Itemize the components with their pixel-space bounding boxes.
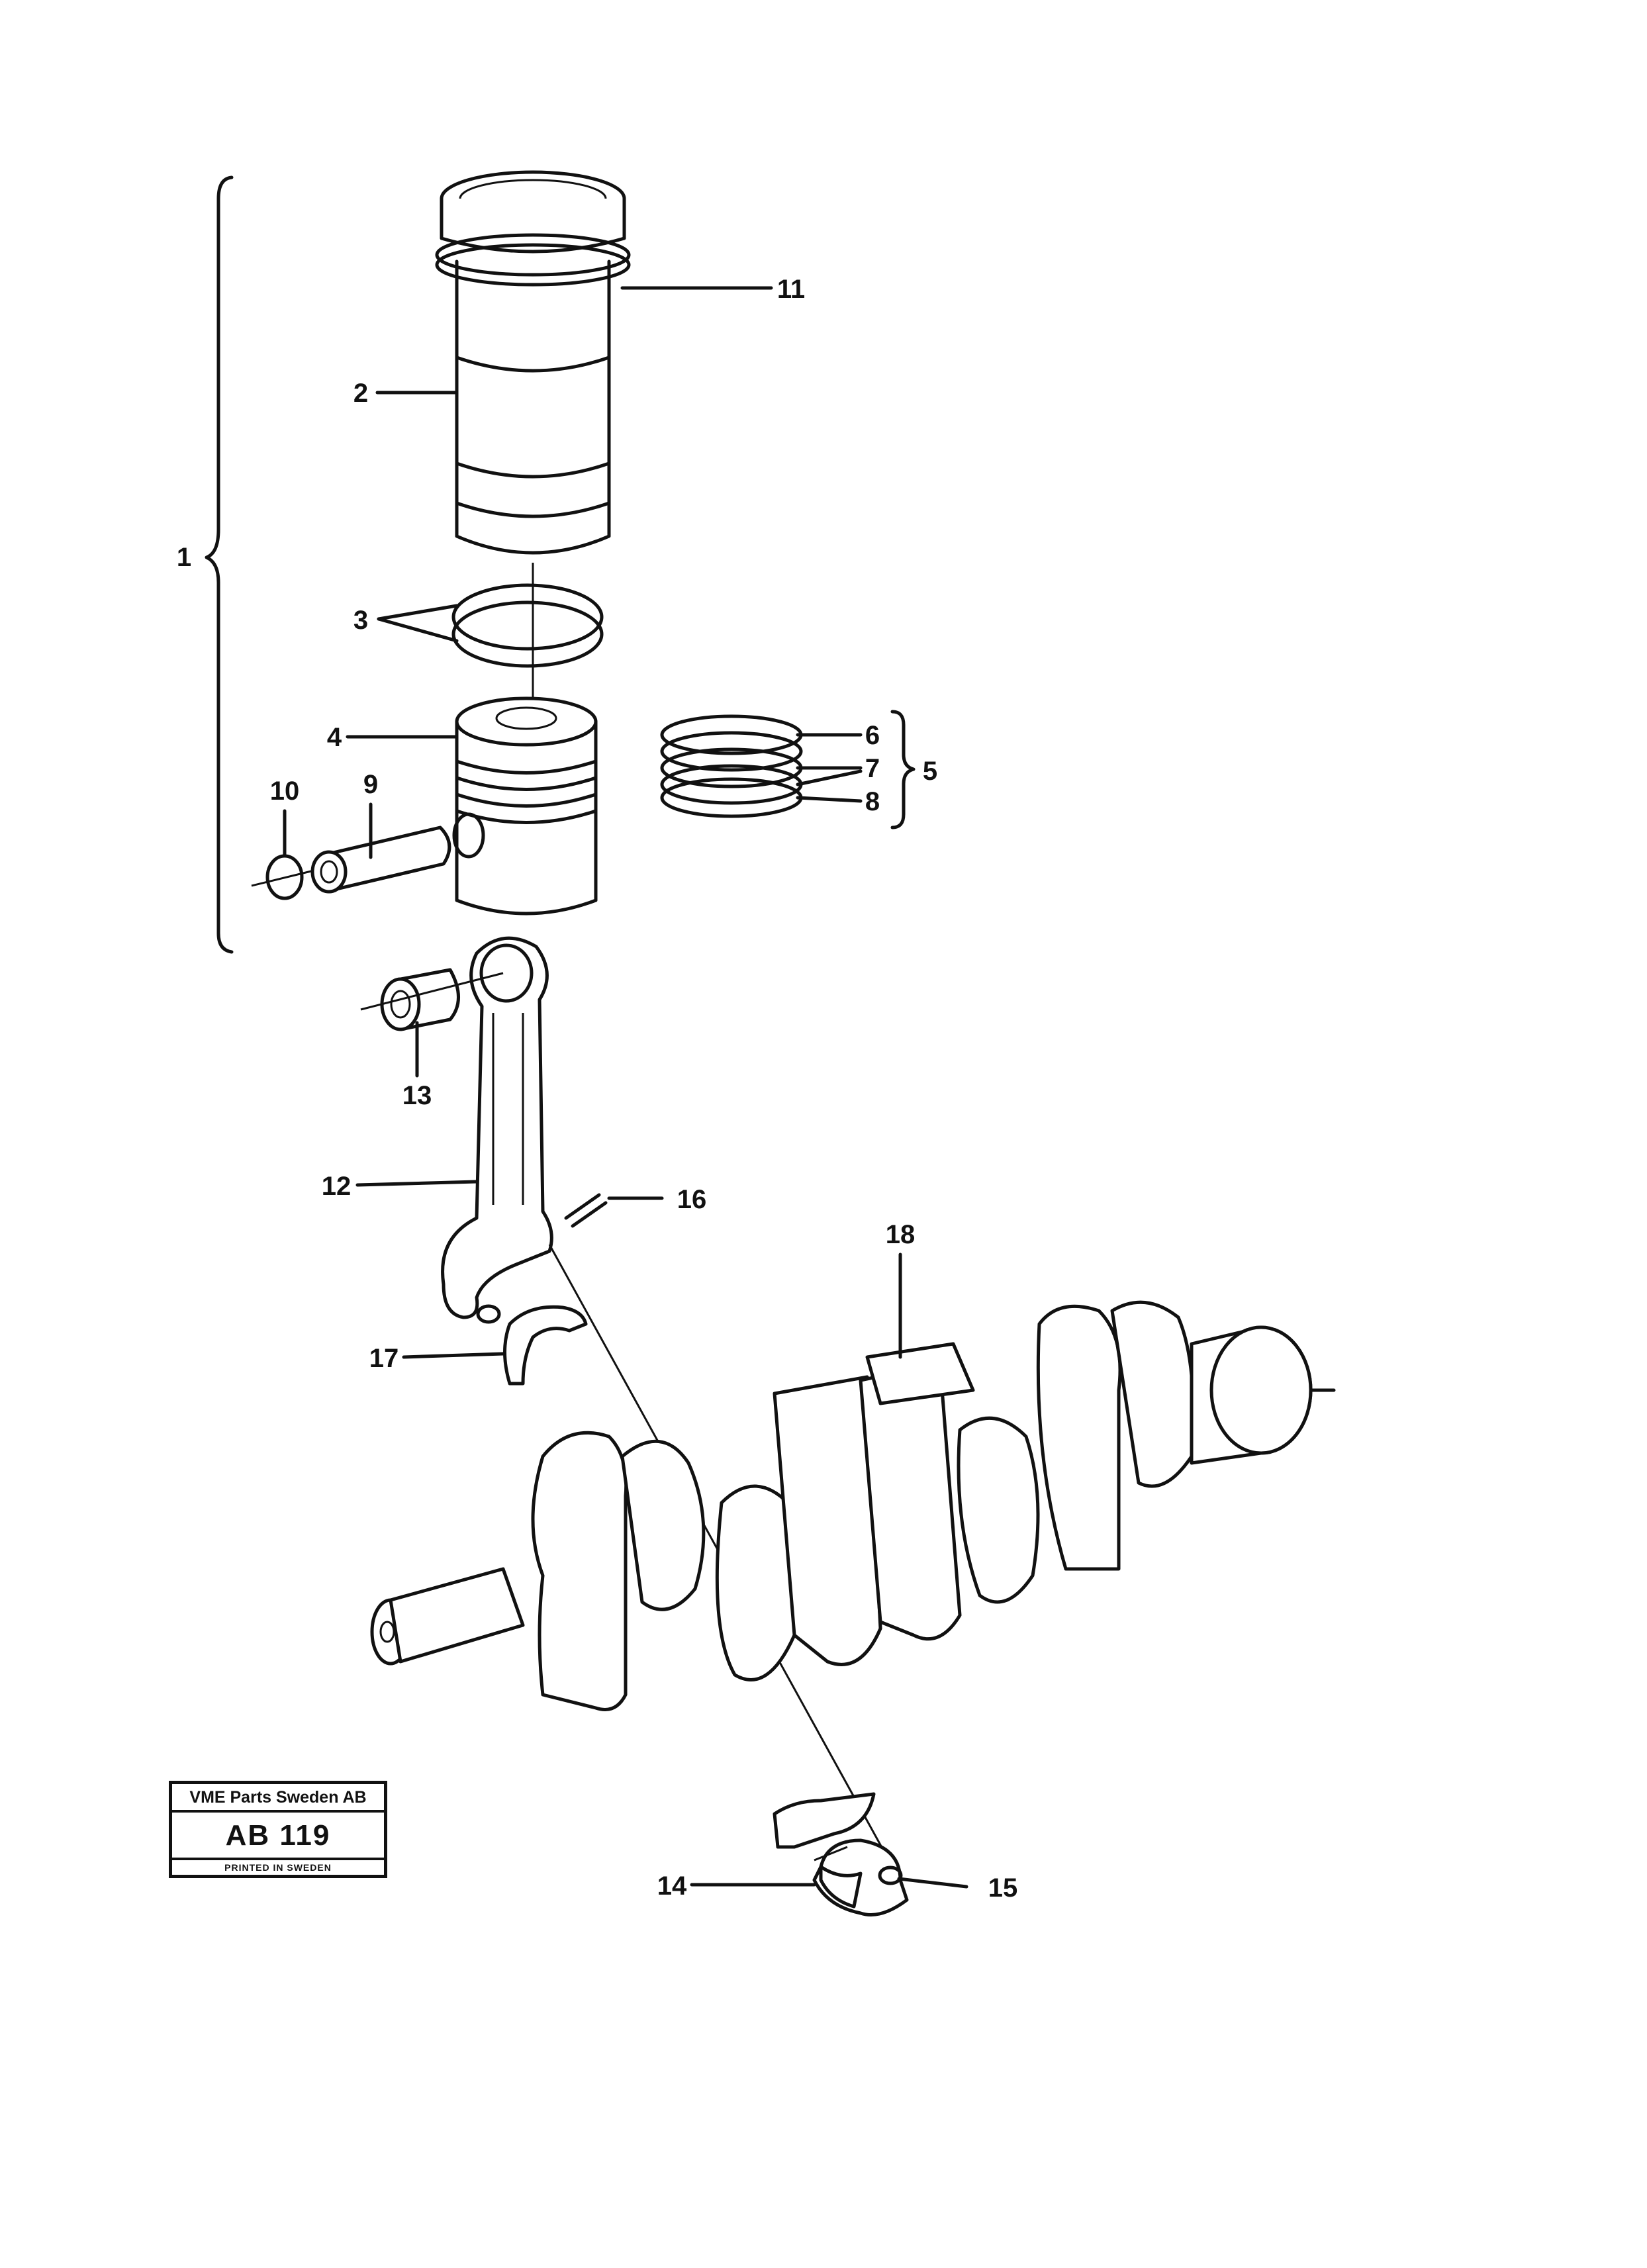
group-bracket-1 — [205, 175, 234, 954]
callout-10: 10 — [270, 777, 300, 806]
piston-ring-set — [660, 714, 803, 818]
circlip — [251, 854, 312, 900]
callout-14: 14 — [657, 1871, 687, 1901]
cylinder-liner — [440, 170, 626, 555]
piston — [452, 696, 598, 916]
callout-15: 15 — [988, 1873, 1018, 1903]
connecting-rod — [441, 936, 553, 1324]
big-end-bearing-upper — [503, 1305, 588, 1386]
callout-1: 1 — [177, 543, 191, 572]
leader-lines — [283, 286, 968, 1889]
callout-6: 6 — [865, 721, 880, 750]
callout-17: 17 — [369, 1344, 399, 1373]
callout-11: 11 — [777, 275, 805, 304]
callout-3: 3 — [353, 606, 368, 635]
callout-13: 13 — [402, 1081, 432, 1110]
liner-o-rings — [451, 583, 604, 668]
stamp-company: VME Parts Sweden AB — [172, 1784, 384, 1813]
callout-5: 5 — [923, 757, 937, 786]
callout-12: 12 — [322, 1172, 352, 1201]
publisher-stamp: VME Parts Sweden AB AB 119 PRINTED IN SW… — [169, 1781, 387, 1878]
callout-4: 4 — [327, 723, 342, 752]
crankshaft — [370, 1300, 1336, 1711]
stamp-footer: PRINTED IN SWEDEN — [224, 1862, 332, 1873]
callout-16: 16 — [677, 1185, 707, 1214]
callout-labels: 1 2 3 4 5 6 7 8 9 10 11 12 13 14 15 16 1… — [177, 275, 1017, 1903]
piston-pin — [310, 826, 451, 894]
liner-seal-ring — [435, 233, 631, 287]
callout-7: 7 — [865, 754, 880, 783]
callout-8: 8 — [865, 787, 880, 816]
stamp-code: AB 119 — [172, 1813, 384, 1860]
callout-9: 9 — [363, 770, 378, 799]
callout-2: 2 — [353, 379, 368, 408]
small-end-bushing — [360, 968, 504, 1031]
ring-set-brace — [890, 710, 916, 829]
big-end-cap — [773, 1792, 909, 1916]
callout-18: 18 — [886, 1220, 916, 1249]
